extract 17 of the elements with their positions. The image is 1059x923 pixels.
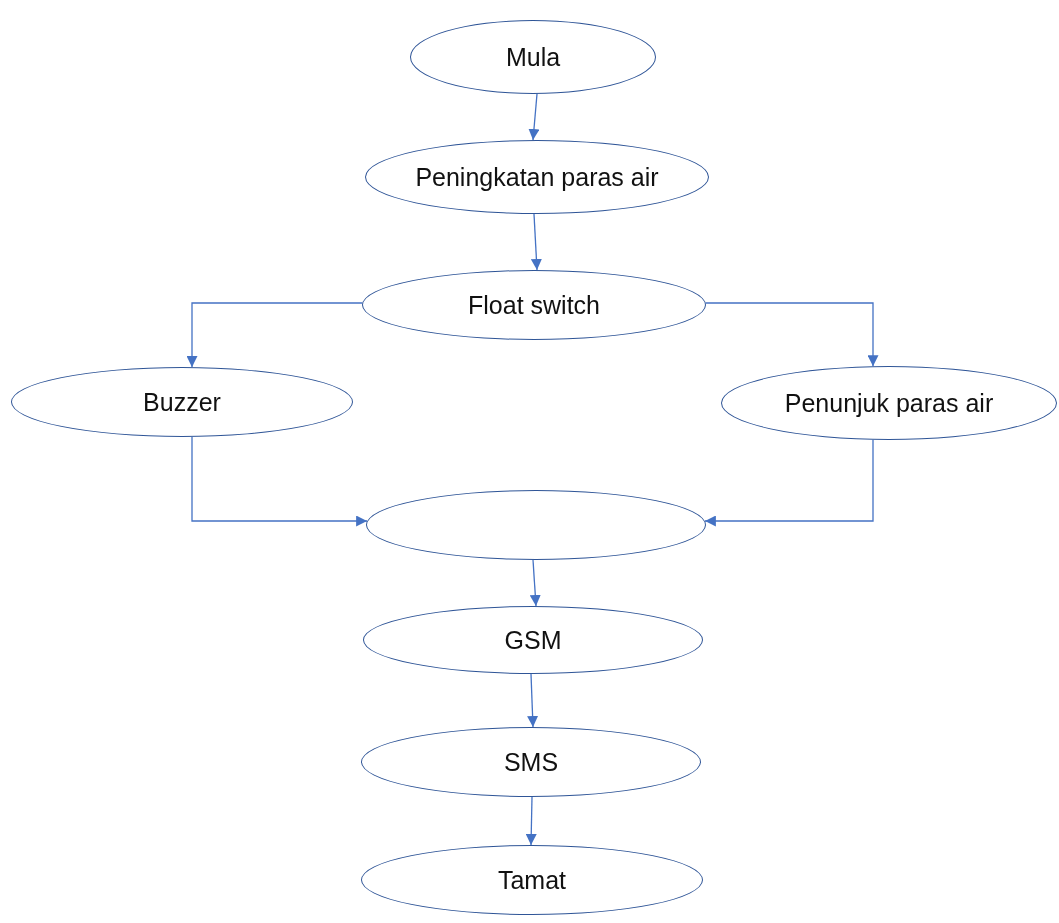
arrow	[704, 439, 874, 527]
terminal-ellipse: Mula	[410, 20, 656, 94]
process-ellipse: GSM	[363, 606, 703, 674]
arrow	[529, 559, 541, 607]
arrow	[186, 302, 363, 368]
arrow	[528, 93, 540, 141]
arrow	[530, 213, 542, 271]
terminal-ellipse: Tamat	[361, 845, 703, 915]
arrow	[525, 796, 537, 846]
process-ellipse: SMS	[361, 727, 701, 797]
arrow	[527, 673, 539, 728]
process-ellipse: Float switch	[362, 270, 706, 340]
process-ellipse: Buzzer	[11, 367, 353, 437]
process-ellipse: Peningkatan paras air	[365, 140, 709, 214]
arrow	[191, 436, 368, 527]
process-ellipse: Penunjuk paras air	[721, 366, 1057, 440]
arrow	[705, 302, 879, 367]
